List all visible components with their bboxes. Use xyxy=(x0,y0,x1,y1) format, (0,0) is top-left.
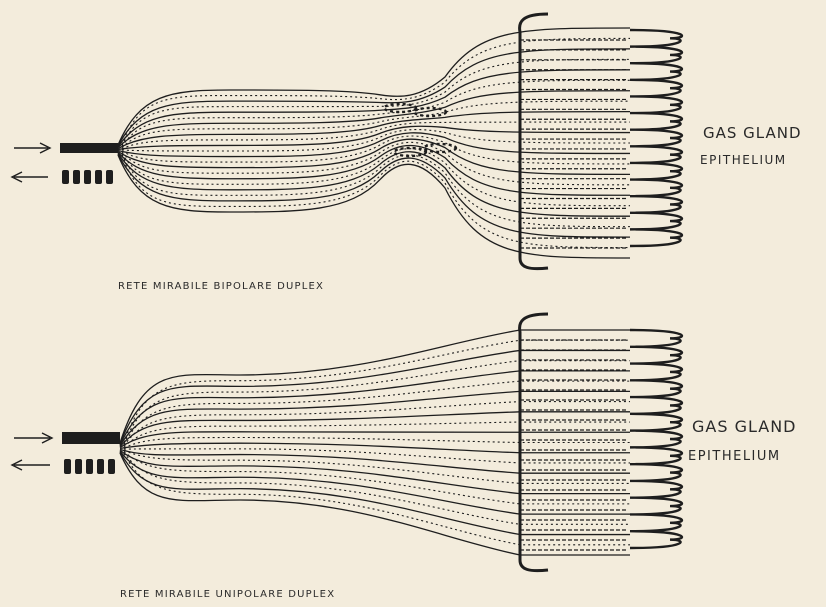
vein-line xyxy=(124,361,630,444)
epithelium-folds xyxy=(630,330,682,548)
artery-line xyxy=(120,412,630,447)
vein-line xyxy=(124,381,630,445)
caption-bipolare: RETE MIRABILE BIPOLARE DUPLEX xyxy=(118,281,324,292)
gas-gland-label-top: GAS GLAND xyxy=(703,124,802,142)
epithelium-label-bottom: EPITHELIUM xyxy=(688,449,781,464)
vein-stem-segment xyxy=(97,459,104,474)
artery-stem xyxy=(62,432,120,444)
artery-line xyxy=(120,371,630,445)
caption-unipolare: RETE MIRABILE UNIPOLARE DUPLEX xyxy=(120,589,335,600)
vein-stem-segment xyxy=(64,459,71,474)
vein-stem-segment xyxy=(75,459,82,474)
vein-line xyxy=(124,453,630,544)
vein-line xyxy=(124,402,630,446)
gas-gland-label-bottom: GAS GLAND xyxy=(692,417,797,436)
artery-line xyxy=(120,450,630,493)
epithelium-label-top: EPITHELIUM xyxy=(700,153,787,167)
artery-line xyxy=(120,443,630,453)
vessel-bundle-unipolare xyxy=(120,330,630,555)
vessel-stem-unipolare xyxy=(12,432,120,474)
vein-stem-segment xyxy=(86,459,93,474)
vein-stem-segment xyxy=(108,459,115,474)
